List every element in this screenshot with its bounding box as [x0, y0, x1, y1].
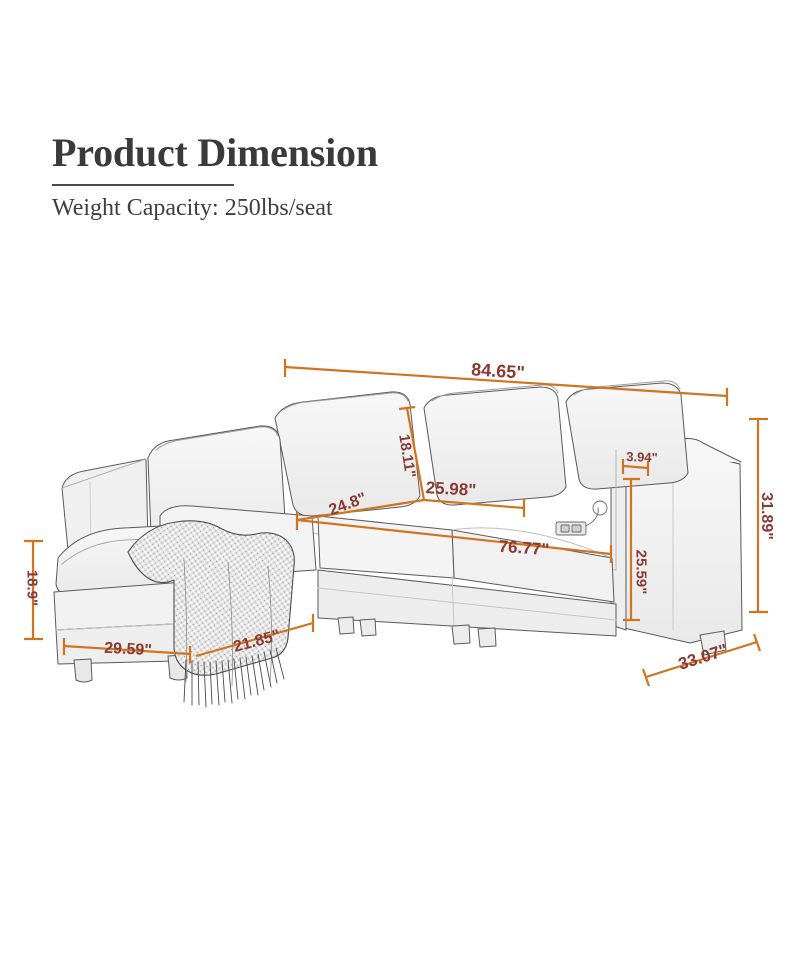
dimension-label-chaise-height: 18.9" [23, 569, 41, 607]
dimension-label-chaise-width: 29.59" [103, 639, 153, 660]
weight-capacity-text: Weight Capacity: 250lbs/seat [52, 195, 333, 221]
dimension-label-arm-width: 3.94" [626, 448, 658, 466]
dimension-label-overall-height: 31.89" [758, 492, 775, 540]
header: Product Dimension Weight Capacity: 250lb… [52, 132, 652, 222]
page-title: Product Dimension [52, 130, 378, 175]
dimension-label-seat-depth: 25.98" [425, 478, 477, 500]
sofa-sketch [53, 380, 743, 708]
title-underline-rule [52, 184, 234, 186]
dimension-label-arm-height: 25.59" [632, 549, 650, 595]
sofa-dimension-diagram [0, 330, 800, 730]
dimension-label-seat-width: 76.77" [498, 536, 550, 560]
dimension-label-overall-width: 84.65" [470, 359, 526, 383]
